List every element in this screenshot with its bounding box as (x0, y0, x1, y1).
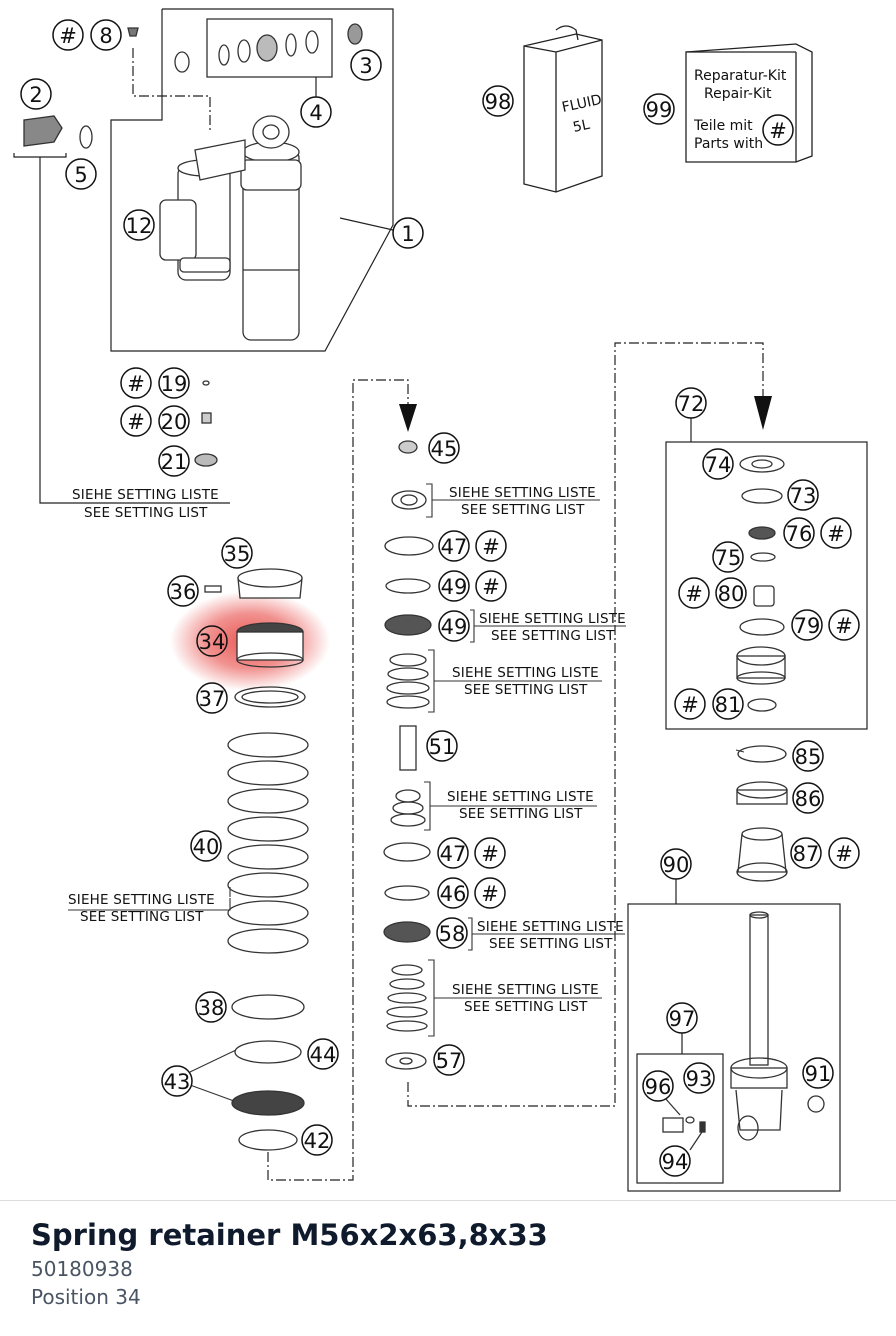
callout-hash-80: # (685, 582, 703, 606)
callout-1[interactable]: 1 (401, 222, 414, 246)
callout-49-upper[interactable]: 49 (441, 575, 468, 599)
setting-label-en-3: SEE SETTING LIST (491, 628, 615, 644)
callout-80[interactable]: 80 (718, 582, 745, 606)
setting-label-de-4: SIEHE SETTING LISTE (452, 665, 599, 681)
callout-8[interactable]: 8 (99, 24, 112, 48)
callout-19[interactable]: 19 (161, 372, 188, 396)
callout-40[interactable]: 40 (193, 835, 220, 859)
callout-93[interactable]: 93 (686, 1067, 713, 1091)
callout-5[interactable]: 5 (74, 163, 87, 187)
setting-label-en-2: SEE SETTING LIST (461, 502, 585, 518)
callout-44[interactable]: 44 (310, 1043, 337, 1067)
part-title: Spring retainer M56x2x63,8x33 (31, 1218, 548, 1252)
callout-hash-47-lower: # (481, 842, 499, 866)
callout-hash-8: # (59, 24, 77, 48)
setting-label-en-8: SEE SETTING LIST (464, 999, 588, 1015)
callout-94[interactable]: 94 (662, 1150, 689, 1174)
setting-label-de-2: SIEHE SETTING LISTE (449, 485, 596, 501)
callout-hash-46: # (481, 882, 499, 906)
callout-12[interactable]: 12 (126, 214, 153, 238)
callout-97[interactable]: 97 (669, 1007, 696, 1031)
setting-label-de-1: SIEHE SETTING LISTE (72, 487, 219, 503)
callout-99[interactable]: 99 (646, 98, 673, 122)
callout-51[interactable]: 51 (429, 735, 456, 759)
callout-21[interactable]: 21 (161, 450, 188, 474)
callout-38[interactable]: 38 (198, 996, 225, 1020)
setting-label-de-7: SIEHE SETTING LISTE (477, 919, 624, 935)
kit-hash: # (769, 119, 787, 143)
kit-label-de: Reparatur-Kit (694, 68, 787, 84)
callout-91[interactable]: 91 (805, 1062, 832, 1086)
callout-37[interactable]: 37 (199, 687, 226, 711)
callout-hash-76: # (827, 522, 845, 546)
setting-label-en-7: SEE SETTING LIST (489, 936, 613, 952)
callout-72[interactable]: 72 (678, 392, 705, 416)
setting-label-en-6: SEE SETTING LIST (80, 909, 204, 925)
callout-hash-20: # (127, 410, 145, 434)
callout-58[interactable]: 58 (439, 922, 466, 946)
callout-hash-49: # (482, 575, 500, 599)
callout-35[interactable]: 35 (224, 542, 251, 566)
callout-85[interactable]: 85 (795, 745, 822, 769)
callout-20[interactable]: 20 (161, 410, 188, 434)
callout-87[interactable]: 87 (793, 842, 820, 866)
kit-parts-de: Teile mit (693, 118, 753, 134)
setting-label-en-4: SEE SETTING LIST (464, 682, 588, 698)
callout-hash-47-upper: # (482, 535, 500, 559)
callout-73[interactable]: 73 (790, 484, 817, 508)
setting-label-en-5: SEE SETTING LIST (459, 806, 583, 822)
callout-86[interactable]: 86 (795, 787, 822, 811)
callout-96[interactable]: 96 (645, 1075, 672, 1099)
callout-3[interactable]: 3 (359, 54, 372, 78)
callout-90[interactable]: 90 (663, 853, 690, 877)
setting-label-de-6: SIEHE SETTING LISTE (68, 892, 215, 908)
setting-label-de-3: SIEHE SETTING LISTE (479, 611, 626, 627)
callout-79[interactable]: 79 (794, 614, 821, 638)
callout-42[interactable]: 42 (304, 1129, 331, 1153)
kit-label-en: Repair-Kit (704, 86, 772, 102)
callout-76[interactable]: 76 (786, 522, 813, 546)
setting-label-de-8: SIEHE SETTING LISTE (452, 982, 599, 998)
callout-hash-79: # (835, 614, 853, 638)
exploded-parts-diagram: FLUID 5L Reparatur-Kit Repair-Kit Teile … (13, 8, 868, 1192)
part-info-panel: Spring retainer M56x2x63,8x33 50180938 P… (0, 1200, 896, 1336)
callout-hash-81: # (681, 693, 699, 717)
callout-hash-19: # (127, 372, 145, 396)
callout-47-lower[interactable]: 47 (440, 842, 467, 866)
callout-47-upper[interactable]: 47 (441, 535, 468, 559)
callout-46[interactable]: 46 (440, 882, 467, 906)
callout-98[interactable]: 98 (485, 90, 512, 114)
fluid-volume-label: 5L (572, 117, 592, 136)
part-position: Position 34 (31, 1285, 141, 1309)
callout-36[interactable]: 36 (170, 580, 197, 604)
callout-2[interactable]: 2 (29, 83, 42, 107)
callout-74[interactable]: 74 (705, 453, 732, 477)
callout-4[interactable]: 4 (309, 101, 322, 125)
part-number: 50180938 (31, 1257, 133, 1281)
callout-81[interactable]: 81 (715, 693, 742, 717)
callout-57[interactable]: 57 (436, 1049, 463, 1073)
callout-49-lower[interactable]: 49 (441, 615, 468, 639)
setting-label-en-1: SEE SETTING LIST (84, 505, 208, 521)
callout-43[interactable]: 43 (164, 1070, 191, 1094)
callout-hash-87: # (835, 842, 853, 866)
callout-34[interactable]: 34 (199, 630, 226, 654)
callout-75[interactable]: 75 (715, 546, 742, 570)
callout-45[interactable]: 45 (431, 437, 458, 461)
setting-label-de-5: SIEHE SETTING LISTE (447, 789, 594, 805)
kit-parts-en: Parts with (694, 136, 763, 152)
